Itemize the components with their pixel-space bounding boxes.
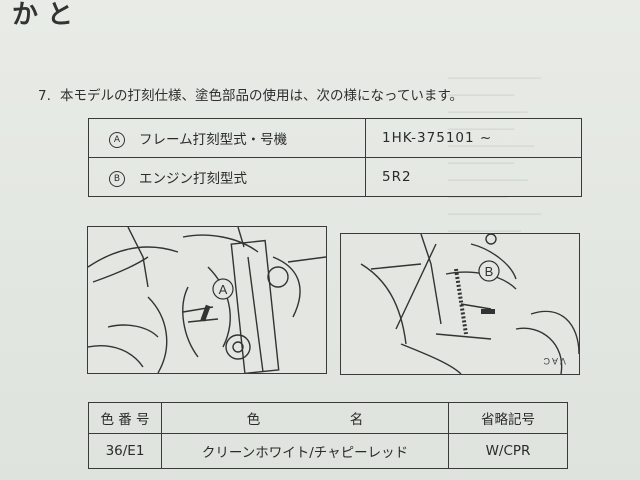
marker-circle [212,278,234,300]
spec-label: エンジン打刻型式 [139,171,247,187]
figure-engine-stamp: B V A C [340,233,580,375]
figure-corner-text: V A C [543,356,566,366]
section-heading-text: 本モデルの打刻仕様、塗色部品の使用は、次の様になっています。 [60,88,463,104]
marker-circle [478,260,500,282]
spec-value: 5R2 [365,157,582,197]
figure-frame-stamp: A [87,226,327,374]
table-row: B エンジン打刻型式 5R2 [88,157,582,197]
spec-label-cell: A フレーム打刻型式・号機 [88,118,366,158]
spec-label-cell: B エンジン打刻型式 [88,157,366,197]
color-abbreviation: W/CPR [448,433,568,469]
header-color-name-cell: 色 名 [161,402,449,434]
circled-marker: B [109,171,125,187]
color-table: 色 番 号 色 名 省略記号 36/E1 クリーンホワイト/チャピーレッド W/… [88,402,568,469]
section-number: 7. [38,88,51,104]
engine-illustration: B V A C [360,234,579,374]
header-color: 色 [246,412,261,428]
frame-illustration: A [88,227,326,373]
table-row: A フレーム打刻型式・号機 1HK-375101 ~ [88,118,582,158]
header-name: 名 [349,412,364,428]
section-heading: 7. 本モデルの打刻仕様、塗色部品の使用は、次の様になっています。 [38,84,463,104]
table-header-row: 色 番 号 色 名 省略記号 [88,402,568,434]
circled-marker: A [109,132,125,148]
stamp-spec-table: A フレーム打刻型式・号機 1HK-375101 ~ B エンジン打刻型式 5R2 [88,118,582,197]
figure-marker: A [219,282,228,297]
color-code: 36/E1 [88,433,162,469]
table-row: 36/E1 クリーンホワイト/チャピーレッド W/CPR [88,433,568,469]
header-abbreviation: 省略記号 [448,402,568,434]
color-name: クリーンホワイト/チャピーレッド [161,433,449,469]
figure-marker: B [485,264,494,279]
spec-label: フレーム打刻型式・号機 [139,132,288,148]
top-heading-fragment: か と [12,0,74,30]
header-color-code: 色 番 号 [88,402,162,434]
spec-value: 1HK-375101 ~ [365,118,582,158]
